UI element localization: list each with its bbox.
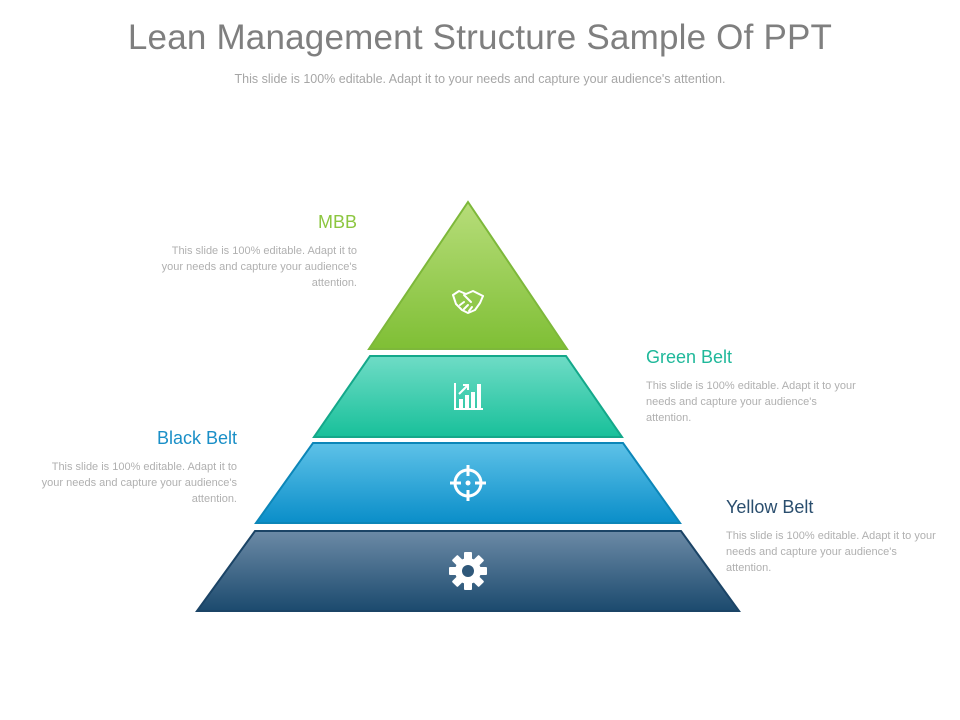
label-green-belt: Green Belt This slide is 100% editable. … (646, 347, 856, 426)
page-title: Lean Management Structure Sample Of PPT (127, 18, 833, 57)
label-mbb-heading: MBB (317, 212, 357, 232)
pyramid-tier-black-belt (254, 442, 682, 524)
handshake-icon (452, 290, 484, 314)
label-yellow-belt: Yellow Belt This slide is 100% editable.… (726, 497, 936, 576)
label-mbb-description: This slide is 100% editable. Adapt it to… (161, 245, 357, 289)
gear-icon (449, 552, 487, 590)
label-yellow-belt-description: This slide is 100% editable. Adapt it to… (726, 530, 936, 574)
page-subtitle: This slide is 100% editable. Adapt it to… (234, 72, 726, 86)
label-black-belt-heading: Black Belt (156, 428, 237, 448)
pyramid-tier-mbb (367, 200, 569, 350)
label-green-belt-description: This slide is 100% editable. Adapt it to… (646, 380, 856, 424)
label-black-belt: Black Belt This slide is 100% editable. … (30, 428, 237, 507)
label-mbb: MBB This slide is 100% editable. Adapt i… (150, 212, 357, 291)
bar-chart-icon (454, 383, 483, 410)
pyramid-tier-green-belt (312, 355, 624, 438)
target-icon (450, 465, 486, 501)
label-green-belt-heading: Green Belt (646, 347, 733, 367)
label-yellow-belt-heading: Yellow Belt (726, 497, 814, 517)
pyramid-tier-yellow-belt (195, 530, 741, 612)
label-black-belt-description: This slide is 100% editable. Adapt it to… (41, 461, 237, 505)
